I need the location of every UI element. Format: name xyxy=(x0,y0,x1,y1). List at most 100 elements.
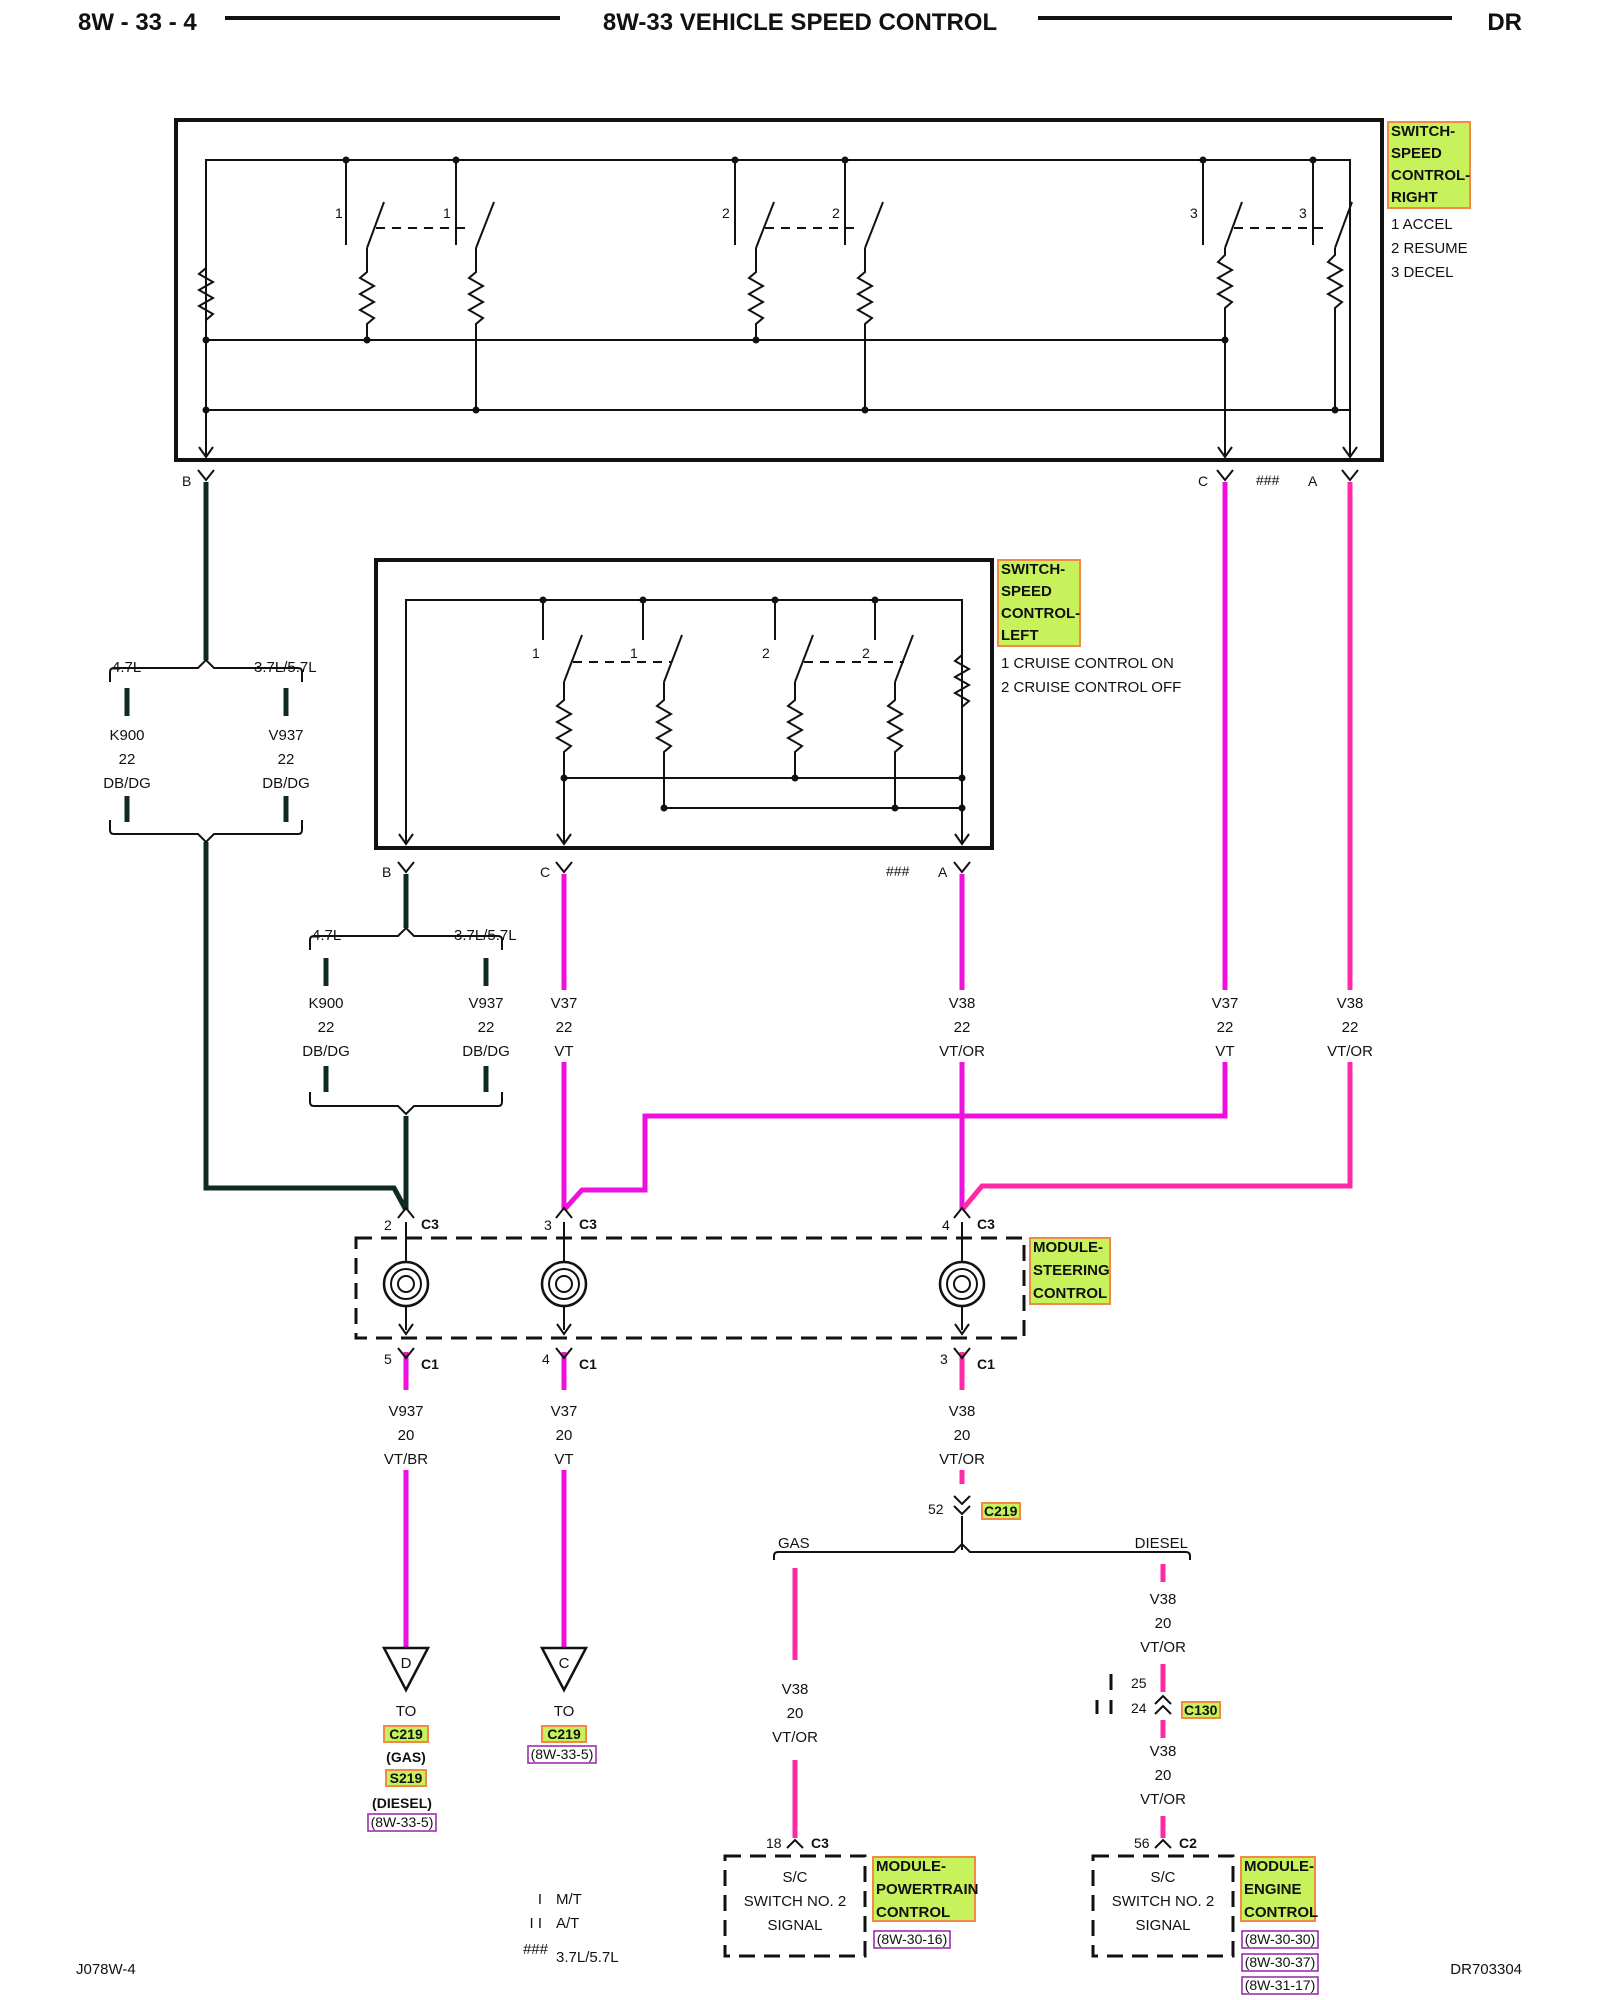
wire-gauge: 20 xyxy=(1155,1615,1172,1632)
branch-label: GAS xyxy=(778,1535,810,1552)
contact-label: 3 xyxy=(1299,205,1307,221)
page-reference-box xyxy=(527,1745,597,1764)
component-name: CONTROL- xyxy=(1001,605,1080,622)
wire-color: VT/OR xyxy=(1140,1639,1186,1656)
clockspring-coil-icon xyxy=(382,1260,430,1308)
signal-text: S/C xyxy=(782,1869,807,1886)
pin-label: C xyxy=(540,864,550,880)
vehicle-code: DR xyxy=(1487,9,1522,36)
contact-label: 3 xyxy=(1190,205,1198,221)
signal-text: SWITCH NO. 2 xyxy=(744,1893,847,1910)
connector-c130: 25 24 C130 xyxy=(1095,1674,1221,1719)
component-label-highlight xyxy=(1387,121,1471,209)
page-header: 8W - 33 - 4 8W-33 VEHICLE SPEED CONTROL … xyxy=(78,9,1522,36)
wire-labels-lower: V937 20 VT/BR V37 20 VT V38 20 VT/OR xyxy=(384,1403,985,1468)
legend-symbol: I I xyxy=(529,1915,542,1932)
component-name: RIGHT xyxy=(1391,189,1438,206)
component-name: SPEED xyxy=(1001,583,1052,600)
pin-number: 2 xyxy=(384,1217,392,1233)
page-reference[interactable]: (8W-30-16) xyxy=(877,1931,948,1947)
module-steering-control: 2 C3 3 C3 4 C3 5 C1 xyxy=(354,1206,1111,1372)
switch-left-housing xyxy=(374,558,994,850)
component-name: MODULE- xyxy=(1033,1239,1103,1256)
contact-label: 2 xyxy=(762,645,770,661)
wire-code: V937 xyxy=(468,995,503,1012)
switch-legend-item: 1 ACCEL xyxy=(1391,216,1453,233)
page-reference[interactable]: (8W-31-17) xyxy=(1245,1977,1316,1993)
footer-right-code: DR703304 xyxy=(1450,1961,1522,1978)
connector-highlight xyxy=(383,1725,429,1743)
option-label: 4.7L xyxy=(112,659,141,676)
pin-label: A xyxy=(1308,473,1318,489)
page-reference[interactable]: (8W-33-5) xyxy=(531,1746,594,1762)
wire-right-a-to-module xyxy=(960,1062,1353,1212)
switch-legend-item: 1 CRUISE CONTROL ON xyxy=(1001,655,1174,672)
signal-text: SWITCH NO. 2 xyxy=(1112,1893,1215,1910)
wire-color: VT/OR xyxy=(1140,1791,1186,1808)
pin-number: 4 xyxy=(542,1351,550,1367)
offpage-text: C219 xyxy=(389,1726,423,1742)
page-reference-box xyxy=(873,1930,951,1949)
switch-speed-control-left: 1 1 2 2 B C ### A SWITCH- SPEED xyxy=(374,558,1181,880)
page-reference[interactable]: (8W-30-30) xyxy=(1245,1931,1316,1947)
pin-note: ### xyxy=(886,863,910,879)
wire-gauge: 20 xyxy=(556,1427,573,1444)
steering-module-outline xyxy=(354,1236,1026,1340)
wire-color: VT/OR xyxy=(939,1043,985,1060)
signal-text: SIGNAL xyxy=(1135,1917,1190,1934)
wire-color: VT/BR xyxy=(384,1451,428,1468)
connector-id: C1 xyxy=(421,1356,439,1372)
pin-number: 52 xyxy=(928,1501,944,1517)
wire-code: V937 xyxy=(268,727,303,744)
engine-option-split-left: 4.7L 3.7L/5.7L K900 22 DB/DG V937 22 DB/… xyxy=(302,926,517,1116)
legend-text: A/T xyxy=(556,1915,579,1932)
wire-color: DB/DG xyxy=(103,775,151,792)
page-reference[interactable]: (8W-33-5) xyxy=(371,1814,434,1830)
wire-gauge: 22 xyxy=(119,751,136,768)
signal-text: SIGNAL xyxy=(767,1917,822,1934)
ecm-outline xyxy=(1091,1854,1235,1958)
offpage-text: TO xyxy=(396,1703,417,1720)
diesel-branch-labels: V38 20 VT/OR 25 24 C130 V38 20 VT/OR xyxy=(1095,1591,1221,1808)
wire-code: K900 xyxy=(308,995,343,1012)
pin-number: 18 xyxy=(766,1835,782,1851)
pin-number: 3 xyxy=(544,1217,552,1233)
accel-switch-pair: 1 1 xyxy=(335,160,495,410)
contact-label: 2 xyxy=(832,205,840,221)
pin-note: ### xyxy=(1256,472,1280,488)
wire-code: V38 xyxy=(949,995,976,1012)
gas-branch-labels: V38 20 VT/OR xyxy=(772,1681,818,1746)
page-number: 8W - 33 - 4 xyxy=(78,9,197,36)
component-name: CONTROL xyxy=(876,1904,950,1921)
pin-label: B xyxy=(382,864,391,880)
option-label: 4.7L xyxy=(312,927,341,944)
wire-color: DB/DG xyxy=(262,775,310,792)
wire-gauge: 20 xyxy=(398,1427,415,1444)
wire-right-b-to-module xyxy=(203,842,409,1212)
component-name: CONTROL xyxy=(1033,1285,1107,1302)
pin-number: 25 xyxy=(1131,1675,1147,1691)
contact-label: 1 xyxy=(630,645,638,661)
page-reference[interactable]: (8W-30-37) xyxy=(1245,1954,1316,1970)
page-reference-box xyxy=(1241,1930,1319,1949)
wire-gauge: 22 xyxy=(318,1019,335,1036)
wire-gauge: 22 xyxy=(556,1019,573,1036)
page-footer: J078W-4 DR703304 xyxy=(76,1961,1522,1978)
connector-id: C3 xyxy=(977,1216,995,1232)
decel-switch-pair: 3 3 xyxy=(1190,160,1353,455)
wire-gauge: 22 xyxy=(1342,1019,1359,1036)
component-name: MODULE- xyxy=(876,1858,946,1875)
wire-code: V37 xyxy=(551,995,578,1012)
connector-id: C3 xyxy=(579,1216,597,1232)
component-name: ENGINE xyxy=(1244,1881,1302,1898)
wire-harness xyxy=(203,482,1353,1838)
wire-code: V937 xyxy=(388,1403,423,1420)
contact-label: 2 xyxy=(862,645,870,661)
component-name: LEFT xyxy=(1001,627,1039,644)
connector-id: C1 xyxy=(977,1356,995,1372)
pin-label: A xyxy=(938,864,948,880)
page-title: 8W-33 VEHICLE SPEED CONTROL xyxy=(603,9,997,36)
offpage-text: (GAS) xyxy=(386,1749,426,1765)
offpage-text: C219 xyxy=(547,1726,581,1742)
